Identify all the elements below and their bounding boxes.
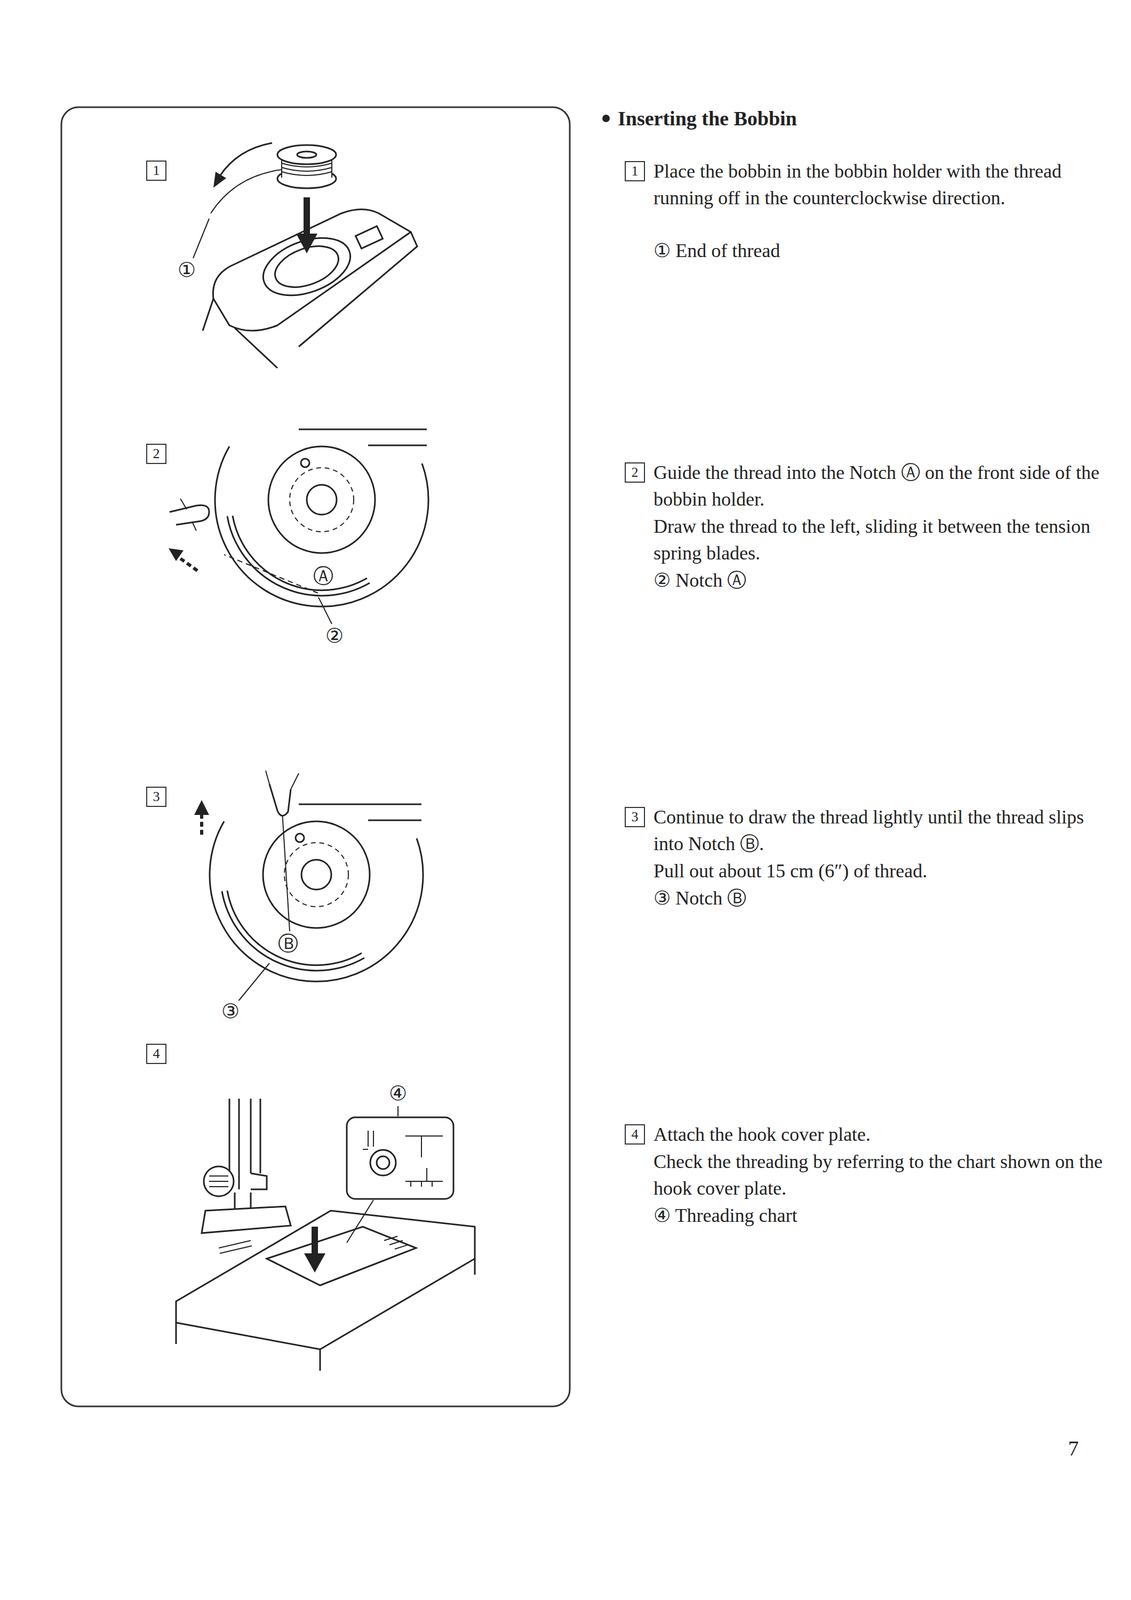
step-number: 1 [153,163,161,179]
arrow-head [168,548,184,562]
step-number-box: 1 [624,161,645,182]
feed-dog [218,1240,252,1254]
step-number: 2 [631,465,639,481]
heading-bullet [602,114,610,123]
bobbin-hole [306,484,337,515]
step-number-box: 1 [146,160,167,181]
bobbin-disc [263,821,370,929]
release-button [355,226,384,249]
callout-number: ③ [221,1000,240,1024]
instruction-text: ① End of thread [653,237,1113,265]
machine-bed-plate [212,209,411,332]
step-number: 3 [153,789,161,805]
bobbin-flange [277,145,337,165]
instruction-text: Attach the hook cover plate. [653,1121,1113,1149]
leader-line [237,963,270,1002]
screw-knob [203,1166,234,1197]
step-number-box: 4 [624,1124,645,1145]
hand [265,770,299,790]
callout-number: Ⓑ [277,933,299,956]
thread [224,554,318,594]
tension-spring [227,515,370,596]
needle-clamp [250,1173,267,1190]
presser-foot [201,1206,291,1234]
knob-grip [209,1176,229,1188]
pull-arrow [178,557,198,571]
instruction-text: Continue to draw the thread lightly unti… [653,803,1113,858]
pull-arrow [200,815,204,835]
holder-housing [209,821,424,982]
threading-chart-inset [346,1117,454,1200]
notch-b-figure [194,770,424,1002]
housing-bar [298,804,422,821]
instruction-text: ② Notch Ⓐ [653,567,1113,594]
instruction-text: Check the threading by referring to the … [653,1148,1113,1202]
chart-bobbin [370,1150,396,1176]
arrow-head [304,1253,326,1273]
bobbin-disc [268,446,376,554]
step-number-box: 3 [624,807,645,828]
page-number: 7 [1068,1437,1079,1461]
instruction-text: ③ Notch Ⓑ [653,885,1113,912]
callout-number: ② [325,625,344,648]
figure-panel [61,107,570,1407]
hand [269,784,291,817]
plate-grip [384,1236,409,1250]
arrow-head [213,171,227,188]
callout-number: ④ [388,1082,408,1106]
leader-line [193,218,210,259]
step-number: 2 [153,446,161,462]
attach-arrow [311,1227,318,1255]
insert-arrow [303,197,310,235]
thread-end [210,169,282,214]
presser-bar [229,1098,261,1190]
hook-cover-plate [266,1227,417,1286]
step-number: 4 [631,1127,639,1143]
holder-hole [295,833,305,843]
hand [180,498,197,531]
step-number-box: 2 [624,462,645,483]
bobbin-holder-opening [255,227,359,307]
instruction-text: Guide the thread into the Notch Ⓐ on the… [653,459,1113,513]
instruction-text: Draw the thread to the left, sliding it … [653,513,1113,567]
callout-number: ① [177,259,196,282]
holder-hole [300,458,310,468]
step-number-box: 2 [146,443,167,465]
foot-shank [234,1192,251,1209]
arrow-head [194,800,210,816]
step-number: 3 [631,809,639,825]
step-number: 4 [153,1046,161,1062]
direction-arrow [219,142,273,177]
step-number-box: 4 [146,1044,167,1065]
bobbin-core-hidden [284,842,349,907]
instruction-text: Place the bobbin in the bobbin holder wi… [653,157,1113,212]
section-heading: Inserting the Bobbin [617,105,798,132]
callout-number: Ⓐ [313,565,334,588]
hook-cover-figure [176,1098,475,1372]
instruction-text: ④ Threading chart [653,1202,1113,1230]
notch-a-figure [168,429,429,625]
housing-bar [298,429,427,446]
chart-bobbin-hole [376,1156,390,1170]
bobbin-insertion-figure [193,142,418,369]
leader-line [346,1200,374,1244]
leader-line [318,597,332,625]
thread [281,802,290,932]
hand [169,505,210,525]
chart-marks [362,1131,443,1188]
bobbin-hole [297,151,317,158]
bobbin-core-hidden [289,467,354,532]
step-number: 1 [631,163,639,179]
arrow-head [296,233,318,254]
tension-spring [221,890,365,971]
bobbin-hole [301,859,332,890]
instruction-text: Pull out about 15 cm (6″) of thread. [653,857,1113,885]
holder-housing [214,446,429,607]
step-number-box: 3 [146,786,167,808]
leader-line [397,1106,399,1117]
